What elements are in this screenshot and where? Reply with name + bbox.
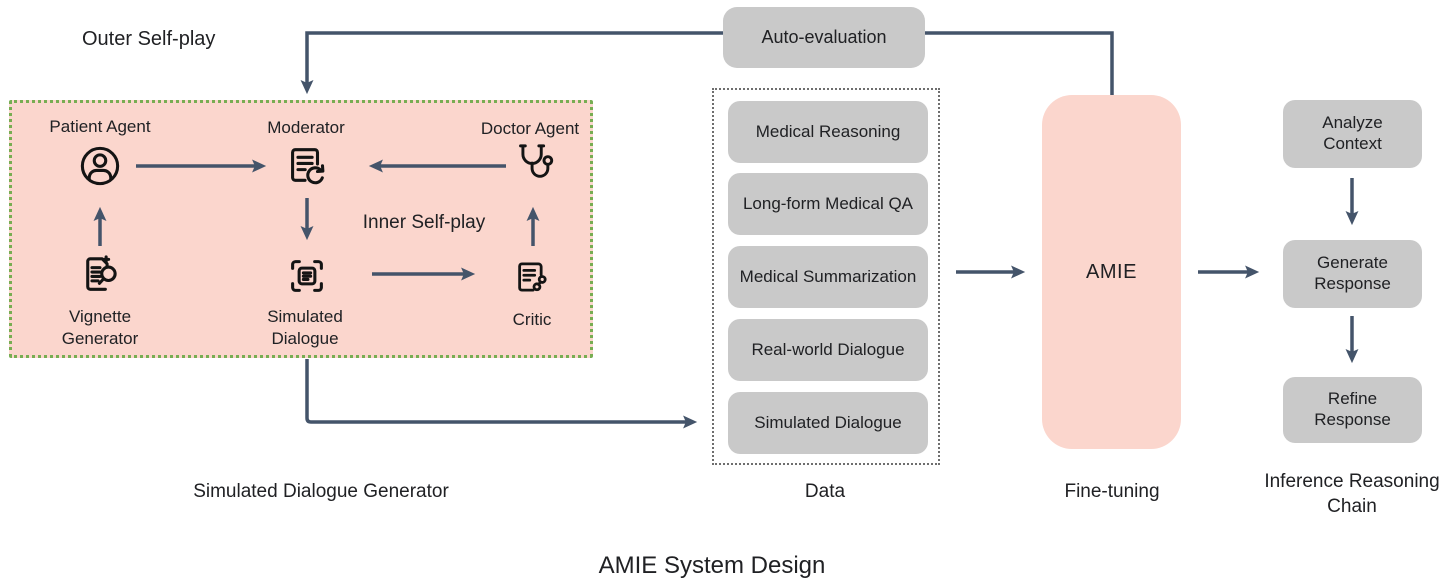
simulated-dialogue-generator-box bbox=[9, 100, 593, 358]
